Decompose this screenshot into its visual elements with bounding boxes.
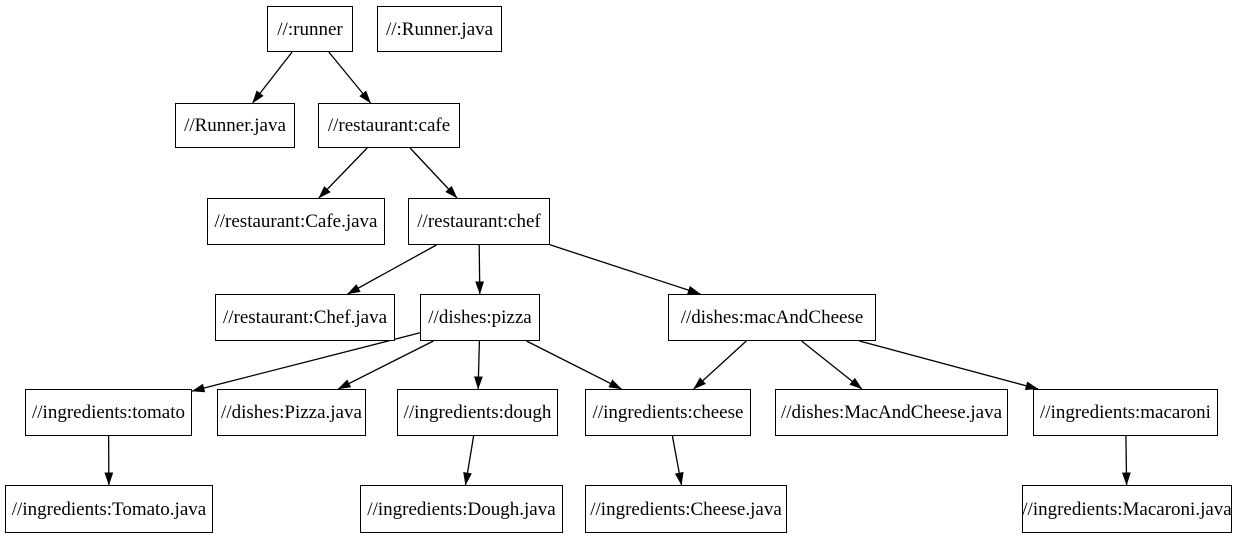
edge-macaroni-to-macaroni-java [1122, 435, 1131, 486]
edge-cafe-to-chef [409, 147, 458, 199]
graph-node-dough-java: //ingredients:Dough.java [360, 485, 563, 533]
edge-pizza-to-cheese [526, 340, 622, 390]
graph-node-chef-java: //restaurant:Chef.java [215, 294, 395, 341]
edge-mac-and-cheese-to-macaroni [859, 340, 1039, 391]
graph-node-dough: //ingredients:dough [397, 389, 558, 436]
edge-cheese-to-cheese-java [671, 435, 684, 486]
graph-node-macaroni: //ingredients:macaroni [1033, 389, 1218, 436]
edge-chef-to-chef-java [347, 244, 437, 295]
graph-node-runner-java-root: //:Runner.java [377, 6, 502, 52]
graph-node-chef: //restaurant:chef [408, 198, 550, 245]
graph-node-cafe-java: //restaurant:Cafe.java [207, 198, 385, 245]
edge-runner-to-cafe [328, 51, 372, 104]
graph-node-mac-and-cheese: //dishes:macAndCheese [668, 294, 876, 341]
edge-mac-and-cheese-to-cheese [693, 340, 747, 390]
graph-node-tomato: //ingredients:tomato [25, 389, 192, 436]
graph-node-tomato-java: //ingredients:Tomato.java [5, 485, 213, 533]
graph-node-cheese-java: //ingredients:Cheese.java [585, 485, 787, 533]
graph-node-macaroni-java: //ingredients:Macaroni.java [1022, 485, 1232, 533]
graph-node-cafe: //restaurant:cafe [318, 103, 460, 148]
edge-chef-to-mac-and-cheese [549, 244, 701, 295]
edge-pizza-to-pizza-java [337, 340, 434, 390]
edge-cafe-to-cafe-java [318, 147, 368, 199]
graph-node-runner-java: //Runner.java [175, 103, 295, 148]
graph-node-pizza-java: //dishes:Pizza.java [217, 389, 366, 436]
edge-chef-to-pizza [475, 244, 485, 295]
graph-node-mac-and-cheese-java: //dishes:MacAndCheese.java [775, 389, 1008, 436]
edge-mac-and-cheese-to-mac-and-cheese-java [801, 340, 863, 390]
edge-runner-to-runner-java [251, 51, 293, 104]
graph-node-cheese: //ingredients:cheese [585, 389, 751, 436]
graph-node-runner: //:runner [267, 6, 353, 52]
edge-dough-to-dough-java [463, 435, 475, 486]
edge-pizza-to-tomato [191, 332, 421, 393]
edge-pizza-to-dough [474, 340, 483, 390]
graph-node-pizza: //dishes:pizza [420, 294, 540, 341]
